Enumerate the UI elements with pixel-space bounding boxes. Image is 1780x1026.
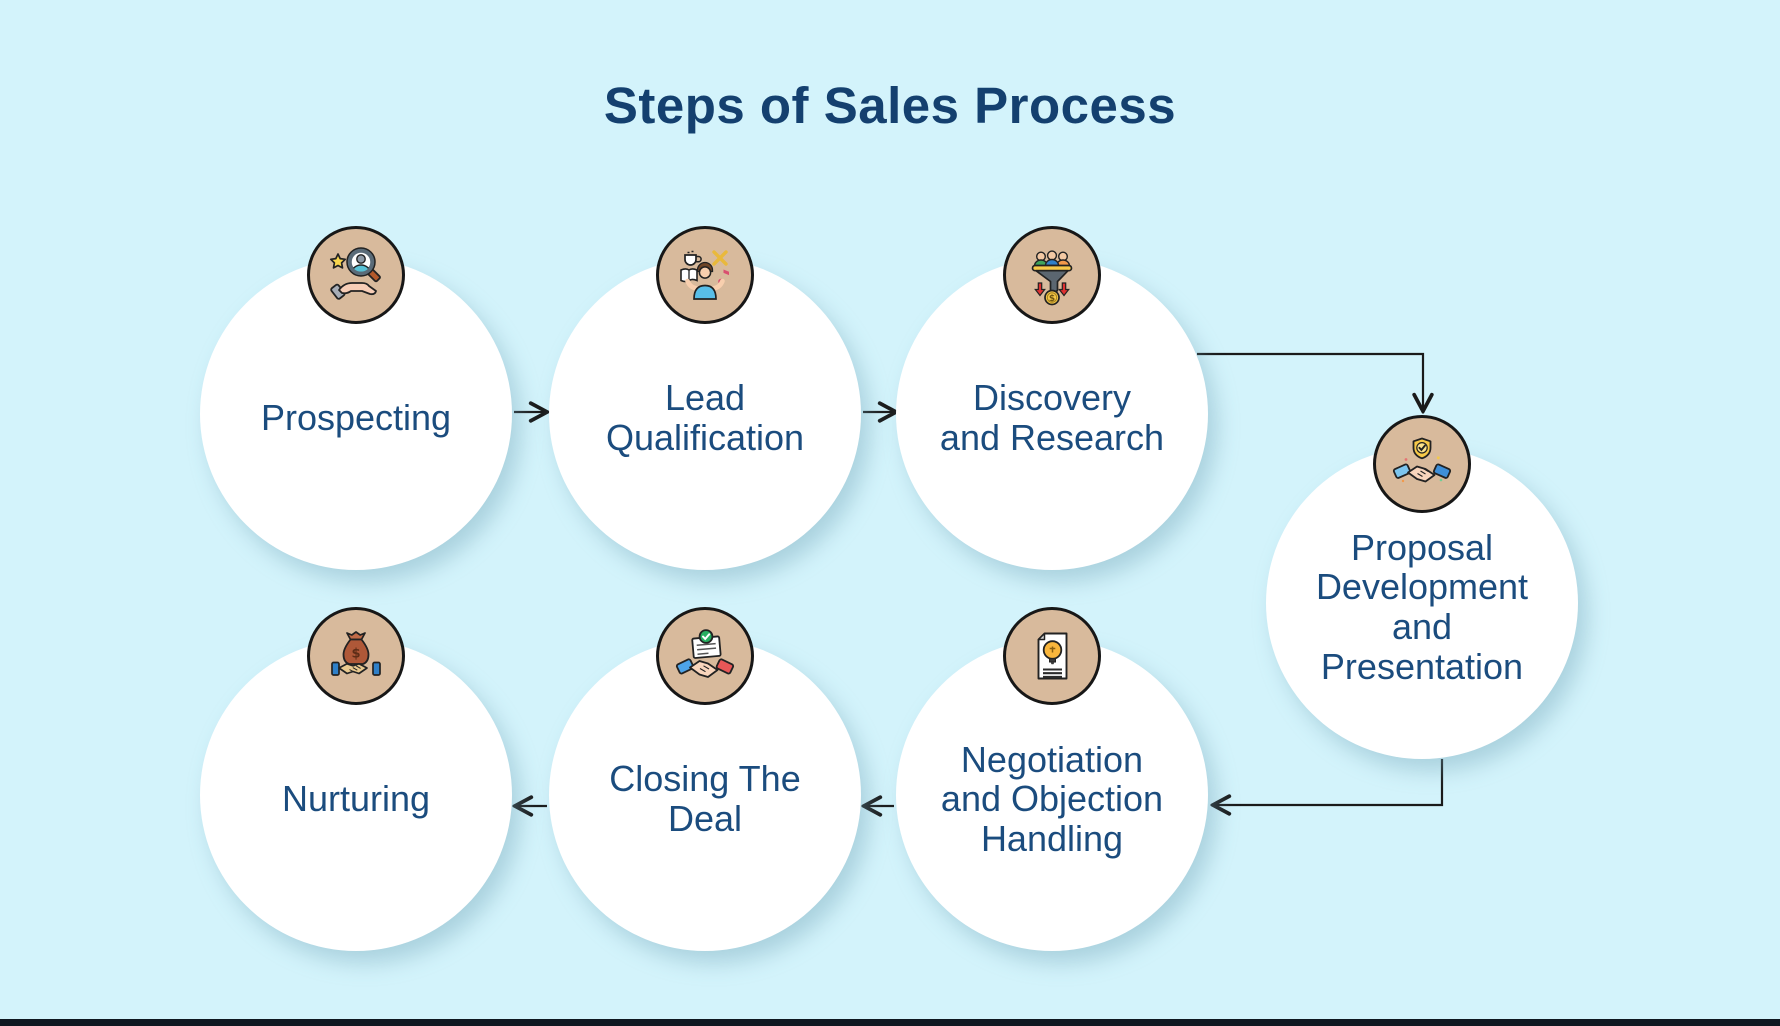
step-label: Negotiation and Objection Handling: [940, 738, 1164, 859]
step-label: Nurturing: [281, 778, 431, 820]
svg-text:$: $: [351, 647, 360, 662]
step-circle-discovery-research: $ Discovery and Research: [896, 226, 1208, 570]
step-circle-lead-qualification: Lead Qualification: [549, 226, 861, 570]
shield-handshake-icon: [1373, 415, 1471, 513]
step-circle-closing-deal: Closing The Deal: [549, 607, 861, 951]
prospect-search-icon: [307, 226, 405, 324]
svg-text:$: $: [1049, 294, 1055, 304]
connector-3-4: [1197, 352, 1423, 409]
step-label: Closing The Deal: [609, 758, 801, 839]
step-label: Lead Qualification: [605, 377, 805, 458]
footer-bar: [0, 1019, 1780, 1026]
step-label: Discovery and Research: [939, 377, 1165, 458]
lead-qualification-icon: [656, 226, 754, 324]
step-circle-prospecting: Prospecting: [200, 226, 512, 570]
connector-4-5: [1215, 759, 1444, 805]
idea-document-icon: [1003, 607, 1101, 705]
step-circle-nurturing: $ Nurturing: [200, 607, 512, 951]
deal-handshake-icon: [656, 607, 754, 705]
step-label: Proposal Development and Presentation: [1315, 526, 1529, 687]
money-bag-handshake-icon: $: [307, 607, 405, 705]
step-circle-proposal-development: Proposal Development and Presentation: [1266, 415, 1578, 759]
sales-funnel-icon: $: [1003, 226, 1101, 324]
step-circle-negotiation-objection: Negotiation and Objection Handling: [896, 607, 1208, 951]
diagram-title: Steps of Sales Process: [603, 77, 1177, 134]
step-label: Prospecting: [260, 397, 452, 439]
